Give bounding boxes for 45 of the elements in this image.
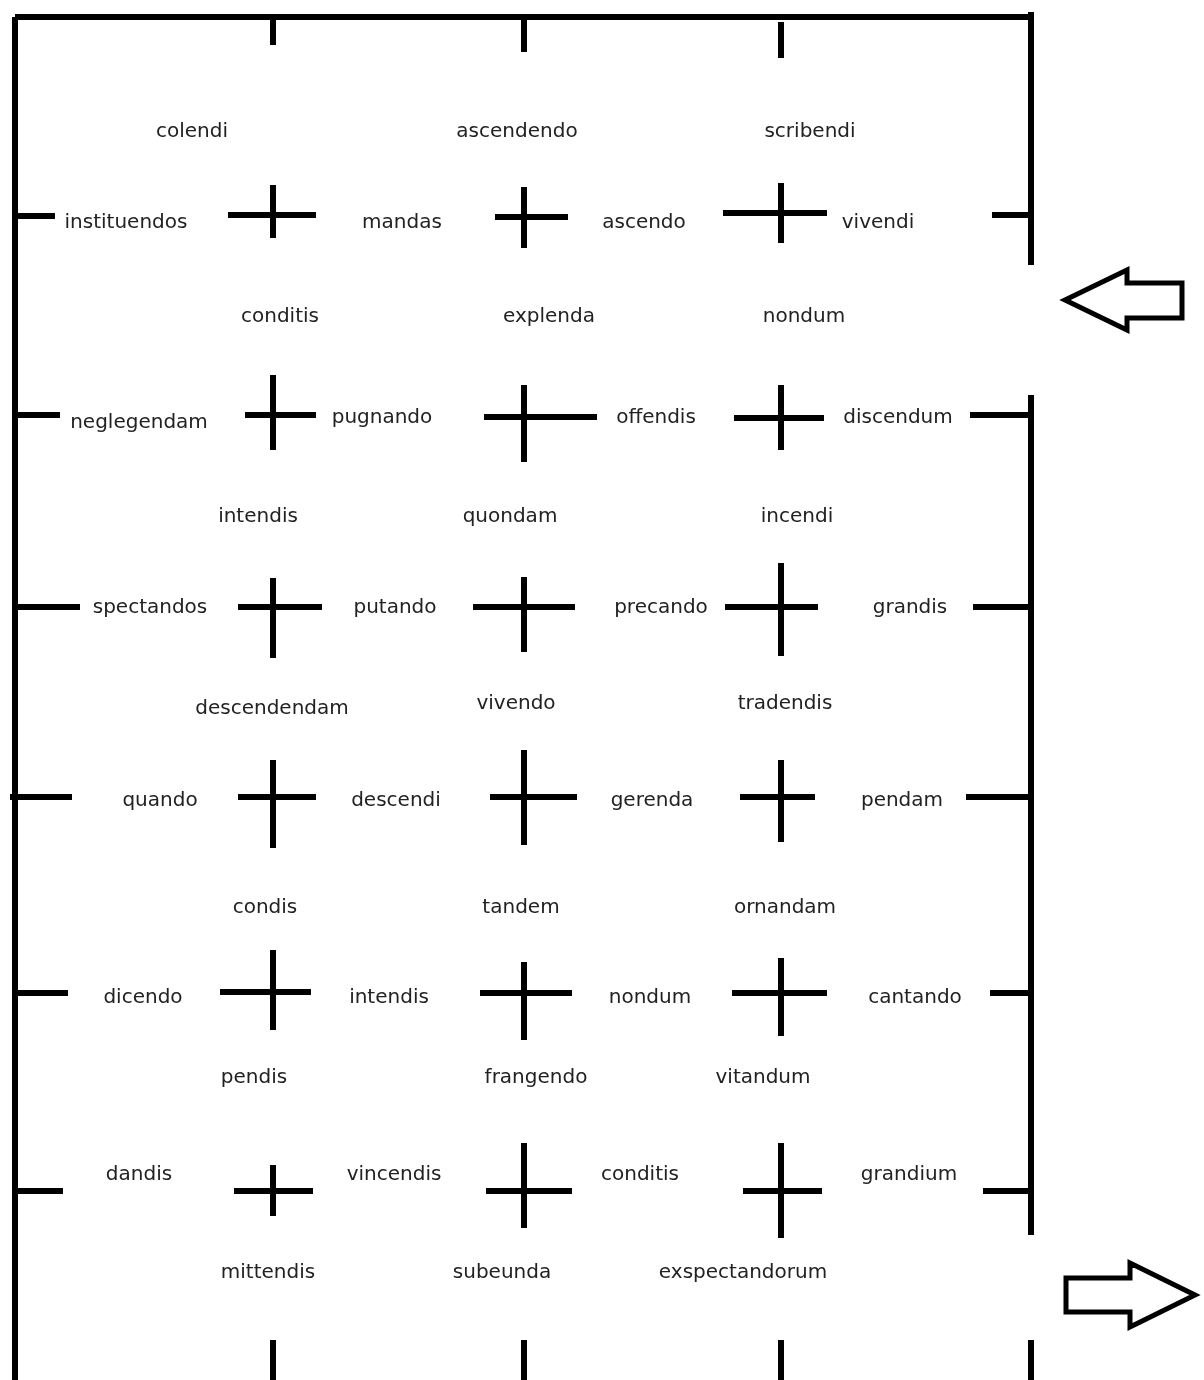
maze-word: pendam: [860, 788, 944, 810]
maze-word: condis: [232, 895, 298, 917]
maze-word: dandis: [105, 1162, 173, 1184]
maze-word: tandem: [482, 895, 560, 917]
maze-word: nondum: [762, 304, 846, 326]
maze-word: incendi: [760, 504, 834, 526]
maze-word: exspectandorum: [658, 1260, 828, 1282]
maze-word: scribendi: [764, 119, 856, 141]
maze-word: intendis: [349, 985, 429, 1007]
maze-word: offendis: [616, 405, 696, 427]
maze-word: instituendos: [64, 210, 188, 232]
maze-word: nondum: [608, 985, 692, 1007]
maze-word: spectandos: [92, 595, 208, 617]
maze-word: conditis: [241, 304, 319, 326]
maze-word: ascendo: [602, 210, 686, 232]
maze-word: conditis: [601, 1162, 679, 1184]
maze-word: ornandam: [733, 895, 837, 917]
maze-word: grandis: [872, 595, 948, 617]
maze-word: vivendi: [841, 210, 915, 232]
maze-word: precando: [614, 595, 708, 617]
maze-word: frangendo: [484, 1065, 588, 1087]
maze-word: putando: [353, 595, 437, 617]
maze-word: grandium: [860, 1162, 958, 1184]
maze-word: vitandum: [715, 1065, 811, 1087]
maze-word: quando: [122, 788, 198, 810]
maze-word: mandas: [362, 210, 442, 232]
maze-word: colendi: [156, 119, 228, 141]
maze-word: mittendis: [220, 1260, 316, 1282]
maze-word: vincendis: [346, 1162, 442, 1184]
maze-word: vivendo: [476, 691, 556, 713]
maze-word: cantando: [868, 985, 962, 1007]
maze-word: explenda: [503, 304, 595, 326]
maze-word: pugnando: [331, 405, 433, 427]
maze-word: subeunda: [452, 1260, 552, 1282]
maze-word: discendum: [843, 405, 953, 427]
maze-word: pendis: [220, 1065, 288, 1087]
maze-word: descendi: [351, 788, 441, 810]
maze-word: gerenda: [610, 788, 694, 810]
maze-word: neglegendam: [70, 410, 208, 432]
maze-word: descendendam: [195, 696, 349, 718]
maze-word: intendis: [218, 504, 298, 526]
maze-word: tradendis: [737, 691, 833, 713]
maze-word: ascendendo: [456, 119, 578, 141]
maze-word: quondam: [462, 504, 558, 526]
maze-word: dicendo: [103, 985, 183, 1007]
